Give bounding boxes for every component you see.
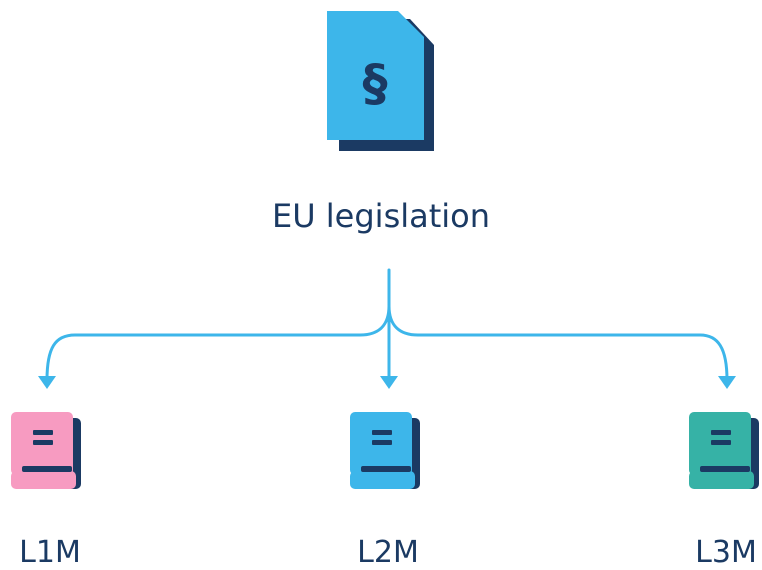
arrow-left-line xyxy=(45,304,391,382)
target-label-l3m: L3M xyxy=(695,535,757,570)
arrow-right-line xyxy=(387,304,729,382)
arrowhead-left xyxy=(38,376,56,389)
source-label: EU legislation xyxy=(271,197,491,235)
branch-arrows xyxy=(45,268,729,382)
book-icon-l2m xyxy=(350,412,420,489)
arrowheads xyxy=(38,376,736,389)
target-label-l2m: L2M xyxy=(357,535,419,570)
arrowhead-center xyxy=(380,376,398,389)
legal-document-icon: § xyxy=(327,11,434,151)
arrowhead-right xyxy=(718,376,736,389)
book-icon-l1m xyxy=(11,412,81,489)
section-symbol: § xyxy=(363,54,388,112)
target-label-l1m: L1M xyxy=(19,535,81,570)
book-icon-l3m xyxy=(689,412,759,489)
